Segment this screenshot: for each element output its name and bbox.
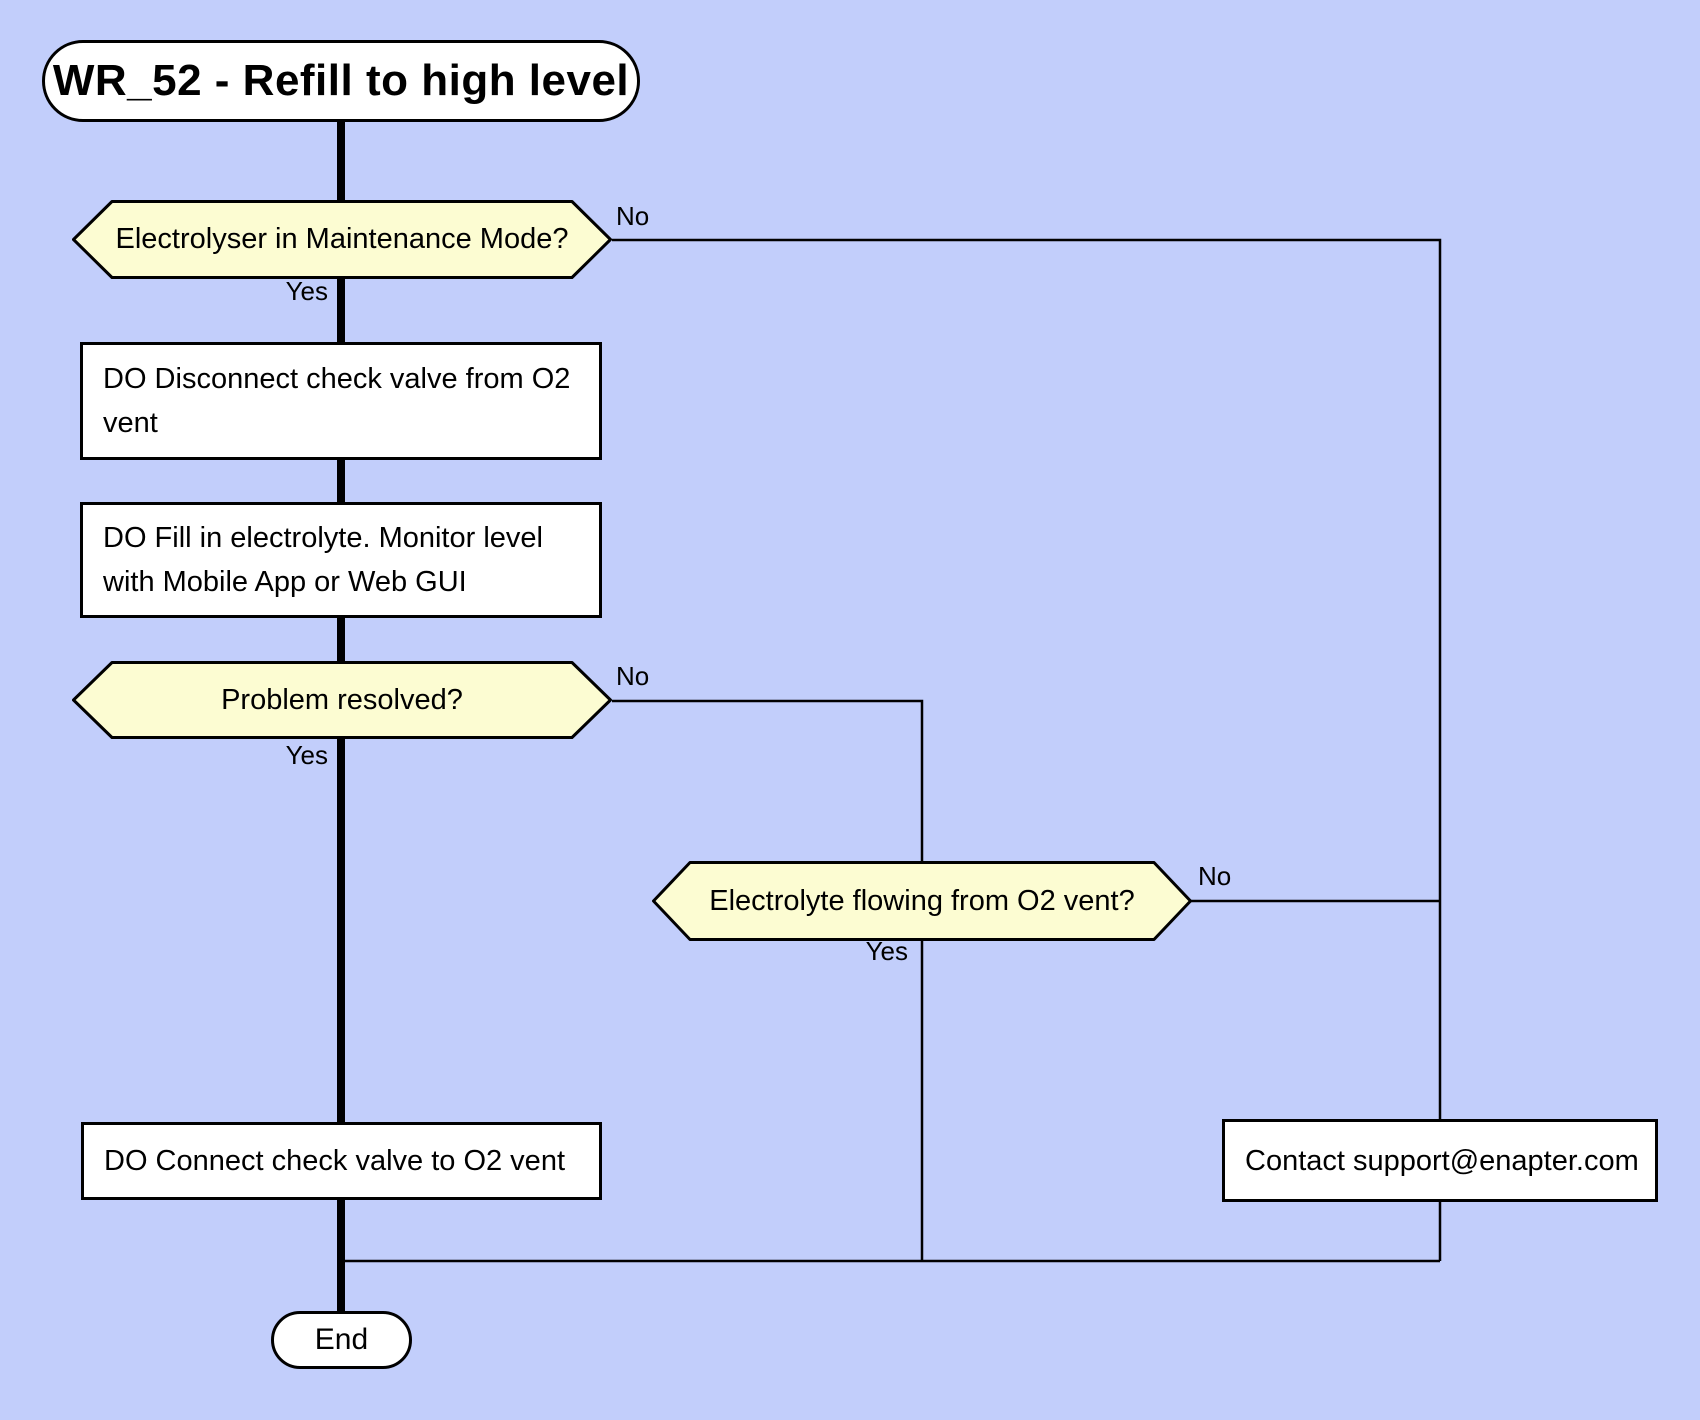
edge-label-flowing-yes: Yes [865,936,908,966]
node-decision-flowing: Electrolyte flowing from O2 vent? [652,861,1192,941]
edge-label-maintenance-yes: Yes [285,276,328,306]
hexagon-shape [72,200,612,279]
end-label: End [314,1323,369,1356]
edge-label-maintenance-no: No [616,201,650,231]
hexagon-shape [72,661,612,739]
node-start: WR_52 - Refill to high level [42,40,640,122]
node-decision-maintenance: Electrolyser in Maintenance Mode? [72,200,612,279]
edge-label-resolved-no: No [616,661,650,691]
decision-resolved-label: Problem resolved? [221,683,463,716]
process-fill-label: DO Fill in electrolyte. Monitor level wi… [103,522,543,598]
contact-support-label: Contact support@enapter.com [1245,1144,1639,1177]
edge-label-resolved-yes: Yes [285,740,328,770]
node-process-disconnect: DO Disconnect check valve from O2 vent [80,342,602,460]
node-contact-support: Contact support@enapter.com [1222,1119,1658,1202]
process-disconnect-label: DO Disconnect check valve from O2 vent [103,363,571,439]
start-label: WR_52 - Refill to high level [52,56,630,105]
node-decision-resolved: Problem resolved? [72,661,612,739]
node-end: End [271,1311,412,1369]
process-connect-label: DO Connect check valve to O2 vent [104,1145,565,1177]
node-process-fill: DO Fill in electrolyte. Monitor level wi… [80,502,602,618]
node-process-connect: DO Connect check valve to O2 vent [81,1122,602,1200]
edge-label-flowing-no: No [1198,861,1232,891]
edge-resolved-no [612,699,924,861]
edge-maintenance-no [612,238,1442,1261]
decision-flowing-label: Electrolyte flowing from O2 vent? [709,884,1135,917]
decision-maintenance-label: Electrolyser in Maintenance Mode? [115,223,569,255]
hexagon-shape [652,861,1192,941]
